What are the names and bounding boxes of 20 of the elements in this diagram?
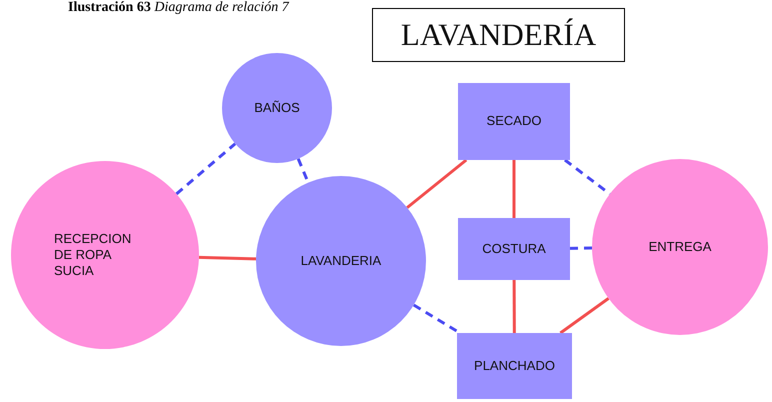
- connector: [512, 280, 516, 333]
- connector: [560, 297, 610, 334]
- node-label: COSTURA: [482, 240, 546, 258]
- figure-caption: Ilustración 63 Diagrama de relación 7: [68, 0, 289, 16]
- connector: [198, 256, 256, 260]
- diagram-title: LAVANDERÍA: [372, 8, 625, 62]
- node-label: ENTREGA: [648, 238, 712, 256]
- dashed-connector: [570, 246, 592, 250]
- connector: [406, 158, 468, 209]
- dashed-connector: [175, 142, 236, 196]
- process-box: [457, 333, 572, 399]
- process-box: [458, 83, 570, 160]
- node-label: LAVANDERIA: [300, 252, 382, 270]
- node-label: PLANCHADO: [474, 358, 555, 374]
- process-box: [458, 218, 570, 280]
- node-label: SECADO: [486, 113, 542, 130]
- dashed-connector: [564, 158, 611, 196]
- connector: [512, 160, 516, 218]
- node-label: BAÑOS: [254, 100, 300, 116]
- node-label: RECEPCION DE ROPA SUCIA: [54, 230, 132, 280]
